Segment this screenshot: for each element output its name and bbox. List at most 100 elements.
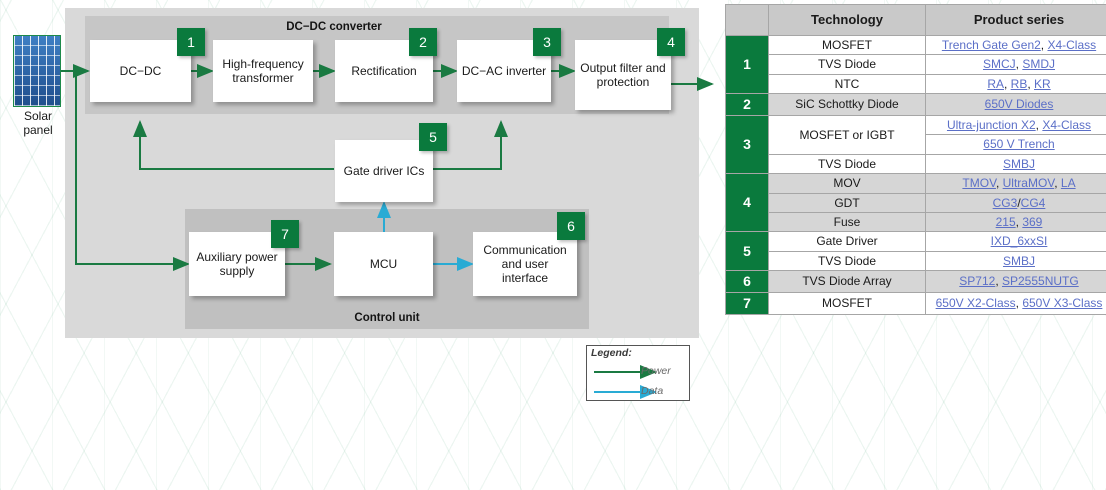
product-series-cell: 650 V Trench — [925, 134, 1106, 155]
product-series-cell: CG3/CG4 — [925, 192, 1106, 213]
solar-panel-label-line1: Solar — [23, 109, 52, 123]
group-number-4: 4 — [725, 173, 769, 233]
badge-6: 6 — [557, 212, 585, 240]
node-dc-dc[interactable]: DC−DC — [90, 40, 191, 102]
legend-arrows — [594, 365, 657, 399]
product-link[interactable]: SMBJ — [1002, 156, 1035, 171]
product-series-cell: 650V Diodes — [925, 93, 1106, 116]
technology-cell: MOSFET — [768, 291, 926, 315]
badge-3: 3 — [533, 28, 561, 56]
node-auxiliary-power-supply-label: Auxiliary power supply — [196, 249, 278, 278]
solar-panel-label-line2: panel — [23, 122, 53, 137]
product-link[interactable]: Trench Gate Gen2 — [941, 38, 1041, 52]
product-link[interactable]: SP2555NUTG — [1002, 274, 1079, 289]
dcdc-converter-title: DC−DC converter — [286, 21, 382, 33]
product-link[interactable]: 650V Diodes — [984, 97, 1054, 112]
product-link[interactable]: SMDJ — [1022, 57, 1055, 72]
node-high-frequency-transformer[interactable]: High-frequency transformer — [213, 40, 313, 102]
product-series-cell: IXD_6xxSI — [925, 231, 1106, 252]
badge-4-text: 4 — [667, 34, 675, 50]
product-link[interactable]: Ultra-junction X2 — [946, 117, 1036, 132]
product-link[interactable]: SMBJ — [1002, 253, 1035, 268]
node-communication-and-user-interface[interactable]: Communication and user interface — [473, 232, 577, 296]
product-series-cell: SMBJ — [925, 250, 1106, 272]
legend-title: Legend: — [591, 347, 632, 359]
product-series-cell: RA, RB, KR — [925, 73, 1106, 95]
technology-cell: MOSFET — [768, 34, 926, 56]
product-series-cell: Ultra-junction X2, X4-Class — [925, 114, 1106, 136]
badge-6-text: 6 — [567, 218, 575, 234]
product-link[interactable]: X4-Class — [1047, 38, 1097, 52]
technology-cell: TVS Diode — [768, 54, 926, 75]
node-output-filter-and-protection[interactable]: Output filter and protection — [575, 40, 671, 110]
product-link[interactable]: SP712 — [959, 274, 996, 289]
technology-cell: SiC Schottky Diode — [768, 93, 926, 116]
node-dc-ac-inverter[interactable]: DC−AC inverter — [457, 40, 551, 102]
product-separator: , — [1040, 38, 1048, 52]
table-row: TVS Diode SMBJ — [726, 250, 1106, 272]
node-auxiliary-power-supply[interactable]: Auxiliary power supply — [189, 232, 285, 296]
product-series-cell: Trench Gate Gen2, X4-Class — [925, 34, 1106, 56]
product-link[interactable]: SMCJ — [982, 57, 1016, 72]
node-mcu[interactable]: MCU — [334, 232, 433, 296]
product-link[interactable]: X4-Class — [1042, 117, 1092, 132]
product-series-cell: SP712, SP2555NUTG — [925, 270, 1106, 293]
group-number-5: 5 — [725, 231, 769, 272]
badge-7: 7 — [271, 220, 299, 248]
product-link[interactable]: 650 V Trench — [983, 137, 1055, 152]
product-separator: , — [1015, 296, 1023, 311]
solar-panel-icon — [13, 35, 61, 107]
node-dc-ac-inverter-label: DC−AC inverter — [461, 63, 547, 78]
badge-7-text: 7 — [281, 226, 289, 242]
table-header-row: Technology Product series — [725, 4, 1106, 36]
product-separator: , — [1003, 76, 1011, 91]
technology-cell: Gate Driver — [768, 231, 926, 252]
product-link[interactable]: 369 — [1022, 214, 1043, 229]
product-separator: , — [995, 274, 1002, 289]
product-separator: / — [1017, 195, 1021, 210]
product-link[interactable]: CG3 — [992, 195, 1018, 210]
node-rectification-label: Rectification — [351, 63, 417, 78]
product-link[interactable]: 650V X3-Class — [1022, 296, 1103, 311]
badge-2: 2 — [409, 28, 437, 56]
node-gate-driver-ics-label: Gate driver ICs — [343, 163, 425, 178]
product-link[interactable]: 215 — [995, 214, 1016, 229]
technology-cell: TVS Diode — [768, 153, 926, 175]
product-series-cell: TMOV, UltraMOV, LA — [925, 173, 1106, 194]
product-link[interactable]: 650V X2-Class — [935, 296, 1016, 311]
product-link[interactable]: RA — [987, 76, 1004, 91]
product-series-cell: 650V X2-Class, 650V X3-Class — [925, 291, 1106, 315]
node-high-frequency-transformer-label: High-frequency transformer — [222, 56, 304, 85]
product-link[interactable]: RB — [1010, 76, 1028, 91]
node-output-filter-and-protection-label: Output filter and protection — [580, 60, 666, 89]
badge-5: 5 — [419, 123, 447, 151]
product-link[interactable]: KR — [1034, 76, 1051, 91]
product-separator: , — [1015, 214, 1023, 229]
technology-cell: TVS Diode — [768, 250, 926, 272]
header-number — [725, 4, 769, 36]
product-link[interactable]: LA — [1060, 176, 1076, 191]
product-series-cell: SMCJ, SMDJ — [925, 54, 1106, 75]
product-separator: , — [1054, 176, 1061, 191]
table-row: TVS Diode SMBJ — [726, 153, 1106, 175]
product-separator: , — [1015, 57, 1023, 72]
product-link[interactable]: IXD_6xxSI — [990, 234, 1048, 249]
legend-label-data: Data — [641, 385, 664, 397]
product-link[interactable]: TMOV — [962, 176, 996, 191]
product-link[interactable]: CG4 — [1020, 195, 1046, 210]
node-gate-driver-ics[interactable]: Gate driver ICs — [335, 140, 433, 202]
badge-2-text: 2 — [419, 34, 427, 50]
table-row: 650 V Trench — [726, 134, 1106, 155]
group-number-6: 6 — [725, 270, 769, 293]
product-link[interactable]: UltraMOV — [1002, 176, 1055, 191]
block-diagram: DC−DC converter Control unit Solar panel — [13, 8, 714, 401]
